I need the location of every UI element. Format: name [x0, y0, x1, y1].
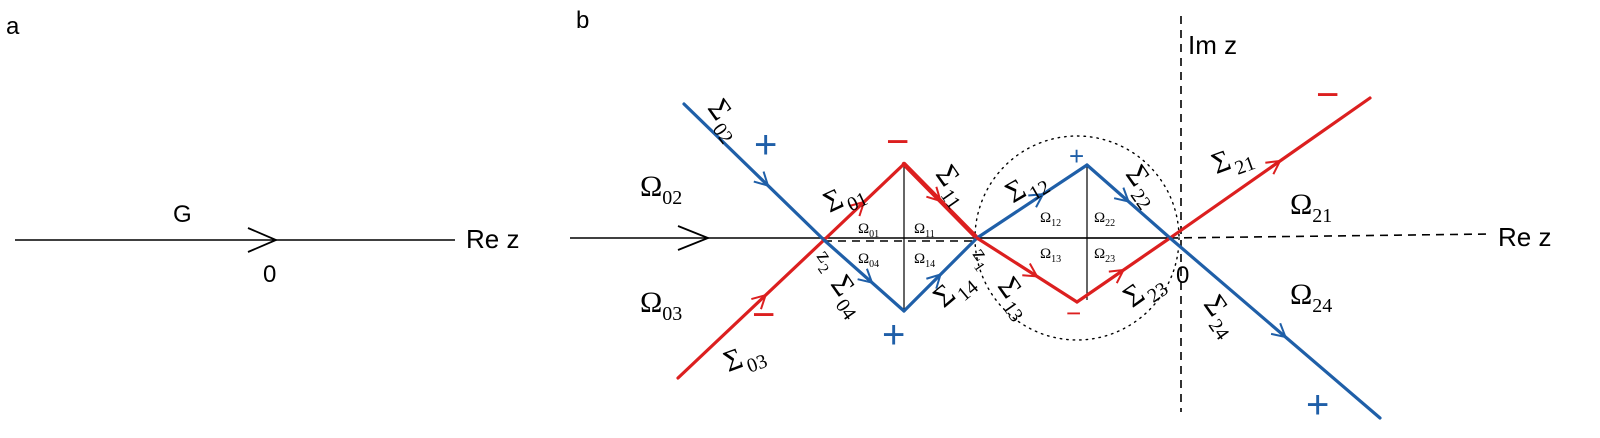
sigma-12-label: Σ 12 [1000, 172, 1054, 209]
sign-markers: + − + − − + − + [752, 73, 1339, 427]
svg-text:Σ: Σ [824, 269, 861, 302]
contour-lines [676, 96, 1382, 420]
im-z-label: Im z [1188, 30, 1237, 60]
sigma-02-arrowhead [753, 171, 770, 188]
omega-01-label: Ω01 [858, 221, 879, 240]
minus-sign-bottom-right: − [1066, 298, 1081, 328]
panel-b-letter: b [576, 7, 589, 34]
sigma-13-line [975, 236, 1079, 304]
omega-04-label: Ω04 [858, 251, 879, 270]
svg-text:Σ: Σ [1207, 144, 1235, 181]
sigma-12-arrowhead [1028, 193, 1045, 208]
sigma-14-arrowhead [926, 273, 942, 289]
sigma-24-arrowhead [1270, 322, 1288, 339]
omega-14-label: Ω14 [914, 251, 935, 270]
omega-03-label: Ω03 [640, 286, 682, 325]
sigma-03-line [676, 238, 826, 380]
sigma-21-label: Σ 21 [1207, 144, 1258, 181]
minus-sign-top-left: − [886, 120, 909, 164]
sigma-11-arrowhead [926, 186, 942, 203]
minus-sign-sigma03: − [752, 293, 775, 337]
sigma-12-line [975, 163, 1089, 240]
sigma-13-arrowhead [1022, 263, 1039, 278]
real-axis-dashed-right [1169, 233, 1491, 239]
panel-a-letter: a [6, 13, 20, 40]
sigma-02-line [682, 102, 826, 242]
svg-text:Σ: Σ [701, 93, 738, 126]
omega-11-label: Ω11 [914, 221, 935, 240]
omega-22-label: Ω22 [1094, 210, 1115, 229]
re-z-label-a: Re z [466, 224, 519, 254]
omega-02-label: Ω02 [640, 170, 682, 209]
svg-text:Σ: Σ [1119, 159, 1156, 192]
contour-g-arrow [247, 227, 279, 253]
svg-text:21: 21 [1232, 152, 1258, 180]
contour-arrowheads [751, 159, 1288, 339]
contour-g-label: G [173, 201, 192, 228]
sigma-04-arrowhead [857, 268, 874, 285]
sigma-03-label: Σ 03 [719, 342, 770, 379]
sigma-03-arrowhead [751, 293, 768, 310]
omega-12-label: Ω12 [1040, 210, 1061, 229]
sigma-21-arrowhead [1265, 159, 1282, 175]
omega-13-label: Ω13 [1040, 246, 1061, 265]
svg-text:Σ: Σ [1117, 277, 1150, 314]
svg-text:Σ: Σ [991, 271, 1028, 304]
svg-text:Σ: Σ [719, 342, 747, 379]
sigma-23-label: Σ 23 [1117, 277, 1172, 314]
origin-label-a: 0 [263, 261, 276, 288]
origin-label-b: 0 [1176, 262, 1189, 289]
panel-a: a G 0 Re z [6, 13, 519, 288]
sigma-04-line [822, 238, 906, 313]
re-z-label-b: Re z [1498, 222, 1551, 252]
plus-sign-sigma02: + [754, 123, 777, 167]
omega-23-label: Ω23 [1094, 246, 1115, 265]
svg-text:Σ: Σ [929, 159, 966, 192]
omega-24-label: Ω24 [1290, 278, 1332, 317]
svg-text:03: 03 [744, 350, 770, 378]
sigma-22-label: Σ 22 [1119, 159, 1156, 214]
plus-sign-bottom-left: + [882, 313, 905, 357]
sigma-02-label: Σ 02 [701, 93, 738, 148]
sigma-23-arrowhead [1108, 268, 1126, 284]
sigma-01-label: Σ 01 [819, 182, 872, 219]
minus-sign-sigma21: − [1316, 73, 1339, 117]
real-axis-arrow [677, 225, 711, 251]
sigma-24-line [1168, 236, 1382, 420]
omega-21-label: Ω21 [1290, 188, 1332, 227]
plus-sign-sigma24: + [1306, 383, 1329, 427]
panel-b: b Σ 02 Σ 01 Σ 11 [570, 7, 1551, 427]
sigma-01-arrowhead [849, 200, 866, 217]
sigma-21-line [1168, 96, 1372, 240]
omega-small-labels: Ω01 Ω04 Ω11 Ω14 Ω12 Ω22 Ω13 Ω23 [858, 210, 1115, 270]
plus-sign-top-right: + [1069, 141, 1084, 171]
svg-text:Σ: Σ [1197, 289, 1234, 322]
svg-text:Σ: Σ [819, 182, 849, 219]
sigma-11-label: Σ 11 [929, 159, 966, 214]
sigma-22-arrowhead [1113, 187, 1131, 203]
